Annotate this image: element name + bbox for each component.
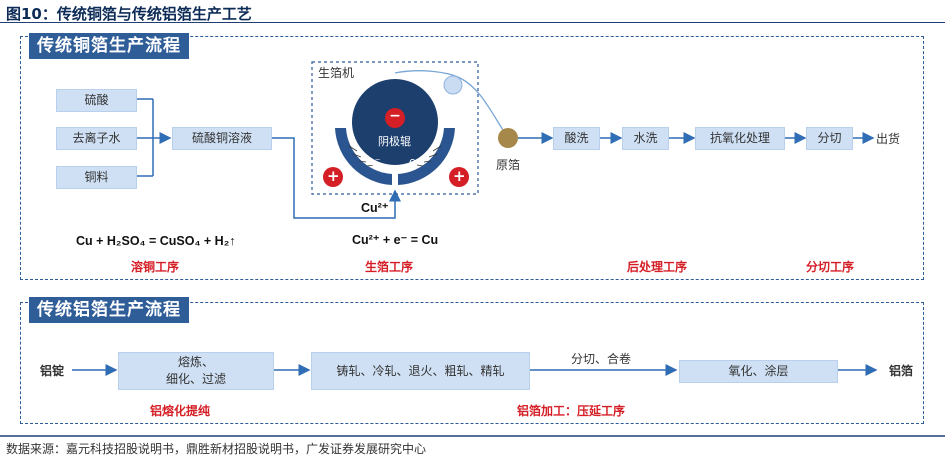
copper-tab: 传统铜箔生产流程 — [29, 33, 189, 59]
source-note: 数据来源：嘉元科技招股说明书，鼎胜新材招股说明书，广发证券发展研究中心 — [6, 442, 427, 456]
melting-line-1: 熔炼、 — [177, 355, 214, 369]
aluminum-foil: 铝箔 — [889, 364, 914, 378]
stage-rolling: 铝箔加工：压延工序 — [517, 404, 626, 418]
aluminum-ingot: 铝锭 — [40, 364, 65, 378]
stage-post: 后处理工序 — [627, 260, 688, 274]
raw-foil-label: 原箔 — [496, 158, 521, 172]
stage-foil: 生箔工序 — [365, 260, 414, 274]
foil-strip — [394, 70, 509, 139]
oxidation-box: 氧化、涂层 — [679, 360, 838, 383]
equation-dissolve: Cu + H₂SO₄ = CuSO₄ + H₂↑ — [76, 234, 236, 248]
electron-left: e⁻ — [368, 155, 381, 168]
step-pickling: 酸洗 — [553, 127, 600, 150]
step-water-wash: 水洗 — [622, 127, 669, 150]
plus-sign-right: + — [453, 167, 466, 185]
electron-right: e⁻ — [409, 155, 422, 168]
stage-slitting: 分切工序 — [806, 260, 855, 274]
stage-dissolve: 溶铜工序 — [131, 260, 180, 274]
machine-label: 生箔机 — [318, 66, 355, 80]
minus-badge — [385, 108, 405, 128]
plus-sign-left: + — [327, 167, 340, 185]
plus-badge-left — [323, 167, 343, 187]
copper-ion: Cu²⁺ — [361, 201, 389, 215]
step-slitting: 分切 — [806, 127, 853, 150]
field-arrows — [348, 145, 442, 167]
foil-machine-frame — [311, 61, 479, 195]
anode-right — [398, 128, 455, 185]
anode-left — [335, 128, 392, 185]
raw-foil-roll — [498, 128, 518, 148]
rolling-box: 铸轧、冷轧、退火、粗轧、精轧 — [311, 352, 530, 390]
slit-merge-label: 分切、合卷 — [571, 352, 632, 366]
aluminum-tab: 传统铝箔生产流程 — [29, 297, 189, 323]
input-sulfuric-acid: 硫酸 — [56, 89, 137, 112]
cathode-label: 阴极辊 — [378, 135, 411, 148]
copper-sulfate-solution: 硫酸铜溶液 — [172, 127, 272, 150]
title-rule — [0, 22, 945, 23]
step-anti-oxidation: 抗氧化处理 — [695, 127, 785, 150]
input-copper-material: 铜料 — [56, 166, 137, 189]
minus-sign: − — [389, 108, 401, 124]
plus-badge-right — [449, 167, 469, 187]
guide-roller — [443, 75, 463, 95]
melting-line-2: 细化、过滤 — [165, 372, 226, 386]
ship-label: 出货 — [876, 132, 901, 146]
melting-box: 熔炼、 细化、过滤 — [118, 352, 274, 390]
input-connectors — [135, 98, 875, 219]
stage-melt: 铝熔化提纯 — [150, 404, 211, 418]
input-deionized-water: 去离子水 — [56, 127, 137, 150]
figure-title: 图10：传统铜箔与传统铝箔生产工艺 — [6, 5, 252, 23]
aluminum-panel — [20, 302, 924, 424]
equation-deposit: Cu²⁺ + e⁻ = Cu — [352, 233, 439, 247]
copper-panel — [20, 36, 924, 280]
